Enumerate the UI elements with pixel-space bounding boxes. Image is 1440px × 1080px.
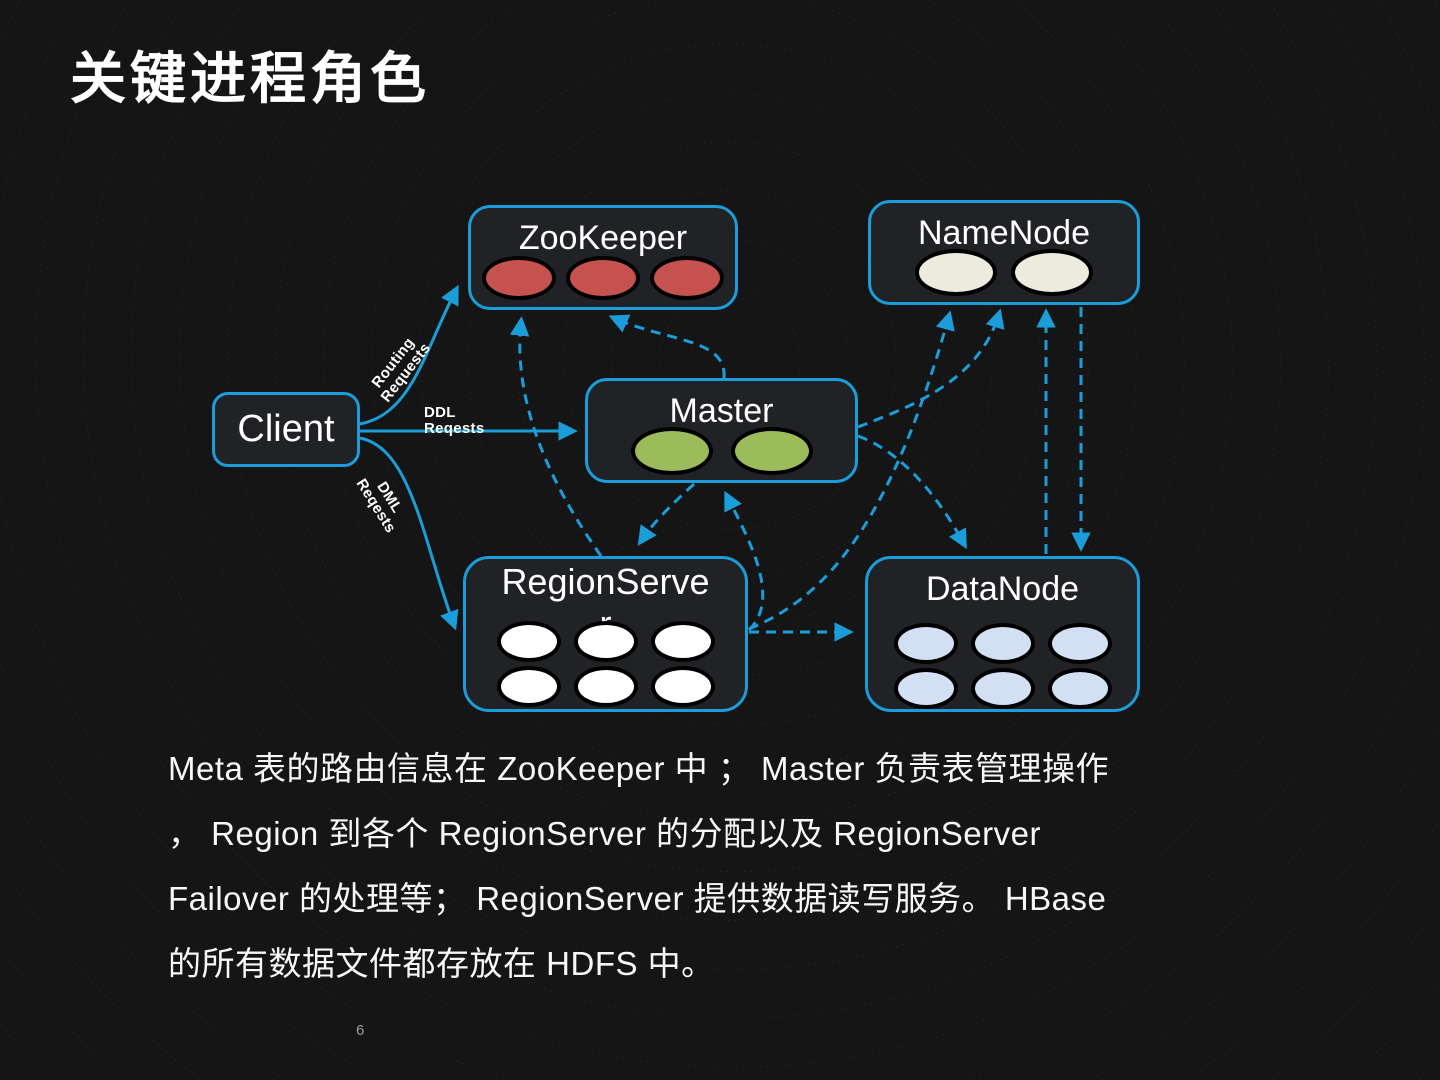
process-oval [970,668,1035,709]
body-line-2: ， Region 到各个 RegionServer 的分配以及 RegionSe… [168,815,1041,852]
page-title: 关键进程角色 [70,47,430,110]
process-oval [970,623,1035,664]
node-zookeeper: ZooKeeper [468,205,738,310]
node-client: Client [212,392,360,467]
process-oval [482,256,556,300]
process-oval [650,621,715,662]
node-master: Master [585,378,858,483]
zookeeper-ovals [471,256,735,300]
page-number: 6 [356,1022,365,1039]
texture-ring [130,0,1330,970]
node-namenode: NameNode [868,200,1140,305]
process-oval [730,427,813,475]
texture-ring [179,0,1281,922]
body-text: Meta 表的路由信息在 ZooKeeper 中 ； Master 负责表管理操… [168,736,1328,996]
body-line-3: Failover 的处理等； RegionServer 提供数据读写服务。 HB… [168,880,1107,917]
process-oval [650,256,724,300]
process-oval [915,249,997,296]
process-oval [496,621,561,662]
process-oval [566,256,640,300]
process-oval [1047,623,1112,664]
process-oval [650,666,715,707]
edge-label-ddl-requests: DDL Reqests [424,405,484,437]
edge-label-ddl-line1: DDL [424,404,456,421]
node-regionserver: RegionServer [463,556,748,712]
body-line-1: Meta 表的路由信息在 ZooKeeper 中 ； Master 负责表管理操… [168,750,1110,787]
node-datanode-label: DataNode [925,570,1080,608]
datanode-ovals [883,623,1123,709]
node-master-label: Master [669,392,774,430]
texture-ring [227,0,1233,873]
texture-ring [515,141,945,579]
namenode-ovals [871,249,1137,296]
node-datanode: DataNode [865,556,1140,712]
node-zookeeper-label: ZooKeeper [518,219,688,257]
process-oval [496,666,561,707]
edge-label-ddl-line2: Reqests [424,420,485,437]
body-line-4: 的所有数据文件都存放在 HDFS 中。 [168,945,715,982]
process-oval [1011,249,1093,296]
regionserver-ovals [486,621,726,707]
process-oval [893,623,958,664]
master-ovals [588,427,855,475]
texture-ring [467,92,993,628]
node-namenode-label: NameNode [918,214,1090,252]
process-oval [1047,668,1112,709]
node-client-label: Client [237,408,335,450]
process-oval [573,666,638,707]
process-oval [630,427,713,475]
process-oval [893,668,958,709]
process-oval [573,621,638,662]
